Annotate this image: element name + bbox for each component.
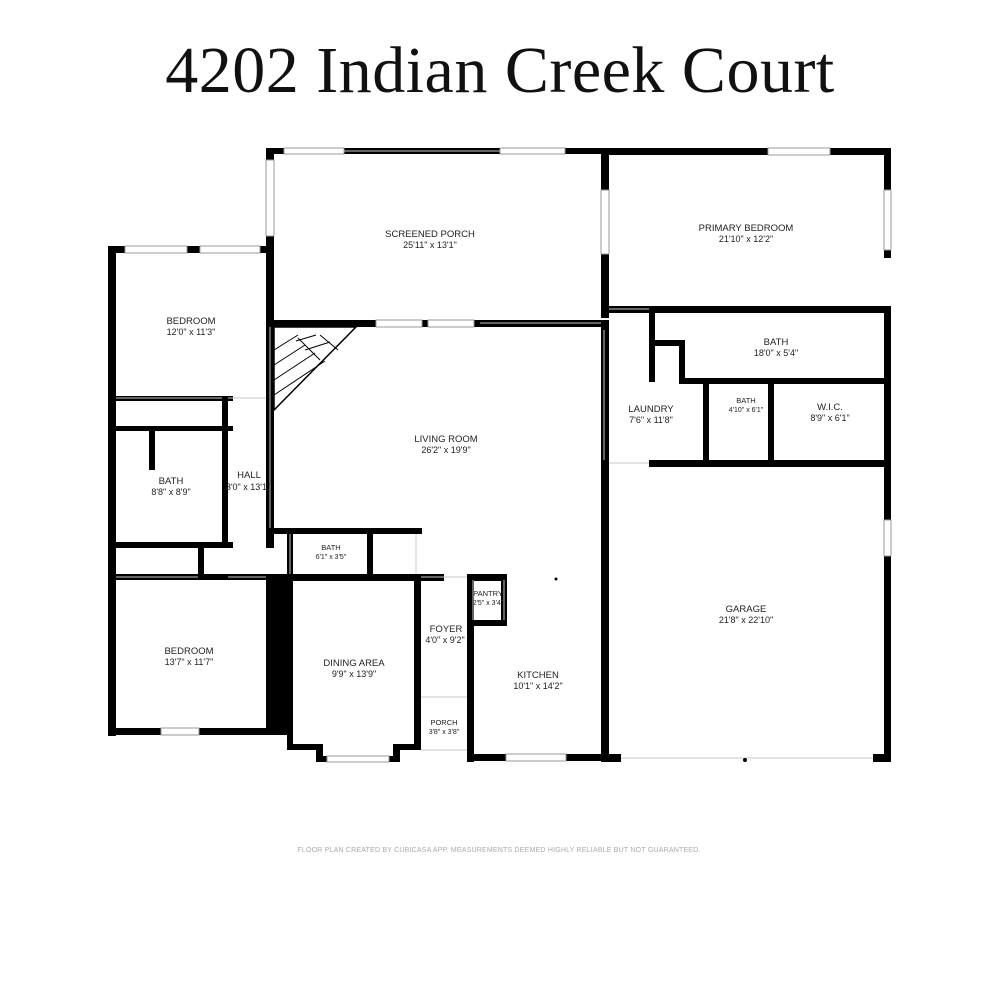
- plan-title: 4202 Indian Creek Court: [165, 34, 835, 107]
- room-name-primary-bedroom: PRIMARY BEDROOM: [699, 223, 794, 234]
- room-dim-wic: 8'9" x 6'1": [810, 413, 849, 423]
- room-labels: SCREENED PORCH 25'11" x 13'1" PRIMARY BE…: [151, 223, 849, 736]
- walls: [108, 148, 891, 762]
- fireplace: [273, 326, 358, 412]
- room-dim-garage: 21'8" x 22'10": [719, 615, 773, 625]
- room-name-primary-bath: BATH: [764, 337, 789, 348]
- room-dim-bath-2: 8'8" x 8'9": [151, 487, 190, 497]
- footer-disclaimer: FLOOR PLAN CREATED BY CUBICASA APP. MEAS…: [297, 847, 700, 854]
- room-name-wic: W.I.C.: [817, 402, 843, 413]
- room-dim-screened-porch: 25'11" x 13'1": [403, 240, 457, 250]
- room-name-bedroom-2: BEDROOM: [164, 646, 213, 657]
- room-dim-pantry: 2'5" x 3'4": [473, 600, 504, 607]
- room-dim-porch: 3'8" x 3'8": [429, 729, 460, 736]
- room-name-kitchen: KITCHEN: [517, 670, 559, 681]
- windows: [124, 147, 892, 763]
- door-openings: [116, 150, 873, 759]
- room-name-pantry: PANTRY: [473, 589, 503, 598]
- room-dim-laundry: 7'6" x 11'8": [629, 415, 673, 425]
- room-name-screened-porch: SCREENED PORCH: [385, 229, 475, 240]
- dimension-ticks: [554, 462, 747, 762]
- room-dim-bedroom-2: 13'7" x 11'7": [165, 657, 214, 667]
- room-dim-half-bath: 6'1" x 3'5": [316, 554, 347, 561]
- room-name-porch: PORCH: [430, 718, 457, 727]
- room-dim-primary-bath: 18'0" x 5'4": [754, 348, 798, 358]
- room-name-garage: GARAGE: [726, 604, 767, 615]
- room-dim-primary-bedroom: 21'10" x 12'2": [719, 234, 773, 244]
- room-name-bedroom-1: BEDROOM: [166, 316, 215, 327]
- room-name-dining-area: DINING AREA: [323, 658, 385, 669]
- room-dim-bedroom-1: 12'0" x 11'3": [167, 327, 216, 337]
- room-dim-bath-small: 4'10" x 6'1": [729, 407, 764, 414]
- room-name-half-bath: BATH: [321, 543, 340, 552]
- room-dim-living-room: 26'2" x 19'9": [421, 445, 470, 455]
- room-dim-hall: 3'0" x 13'1": [226, 482, 270, 492]
- room-name-living-room: LIVING ROOM: [414, 434, 477, 445]
- room-name-hall: HALL: [237, 470, 261, 481]
- room-name-bath-small: BATH: [736, 396, 755, 405]
- room-dim-dining-area: 9'9" x 13'9": [332, 669, 376, 679]
- room-name-bath-2: BATH: [159, 476, 184, 487]
- room-name-laundry: LAUNDRY: [628, 404, 674, 415]
- room-name-foyer: FOYER: [430, 624, 463, 635]
- room-dim-foyer: 4'0" x 9'2": [425, 635, 464, 645]
- room-dim-kitchen: 10'1" x 14'2": [513, 681, 562, 691]
